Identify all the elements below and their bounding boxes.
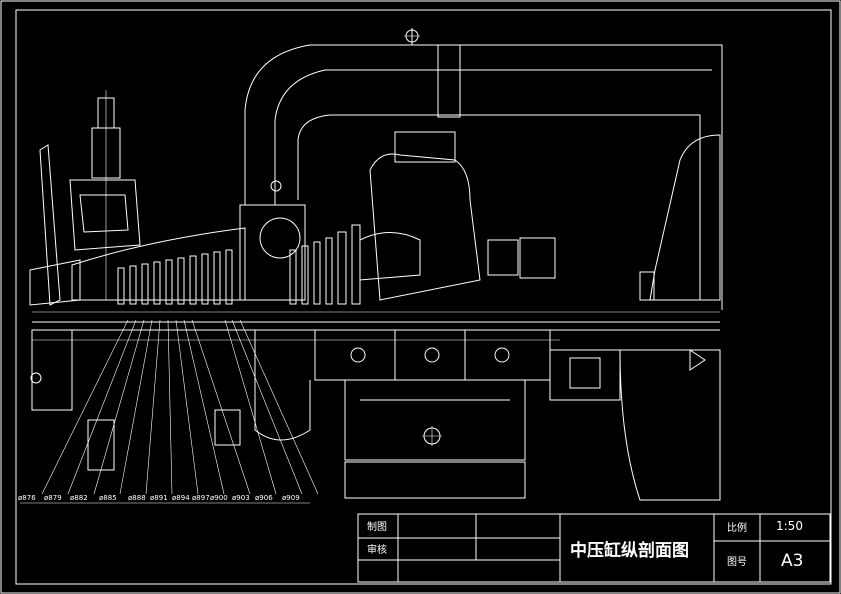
- front-bearing: [31, 329, 73, 411]
- base-plate: [344, 461, 526, 499]
- drawing-title: 中压缸纵剖面图: [570, 540, 689, 561]
- drawn-by-label: 制图: [367, 520, 387, 533]
- scale-value: 1:50: [776, 519, 803, 533]
- coupling-box: [487, 239, 519, 276]
- rear-bearing: [619, 349, 721, 501]
- callout-leaders: [20, 319, 319, 504]
- callout-876: ø876: [18, 494, 36, 502]
- inlet-chamber: [239, 204, 306, 301]
- drawing-no-label: 图号: [727, 556, 747, 568]
- callout-903: ø903: [232, 494, 250, 502]
- oil-pump: [87, 419, 115, 471]
- callout-900: ø900: [210, 494, 228, 502]
- crossover-pipe-inner: [297, 114, 701, 300]
- title-block: 制图 审核 中压缸纵剖面图 比例 1:50 图号 A3: [357, 513, 831, 583]
- title-block-frame: [357, 513, 831, 583]
- callout-891: ø891: [150, 494, 168, 502]
- callout-882: ø882: [70, 494, 88, 502]
- scale-label: 比例: [727, 521, 747, 534]
- rear-casing: [649, 134, 721, 301]
- callout-897: ø897: [192, 494, 210, 502]
- drawing-no-value: A3: [781, 551, 803, 571]
- callout-879: ø879: [44, 494, 62, 502]
- checked-by-label: 审核: [367, 543, 387, 556]
- support-frame: [344, 379, 526, 461]
- callout-885: ø885: [99, 494, 117, 502]
- callout-labels: ø876 ø879 ø882 ø885 ø888 ø891 ø894 ø897 …: [18, 494, 300, 502]
- pipe-flange: [437, 44, 461, 118]
- valve-body: [69, 179, 141, 251]
- callout-888: ø888: [128, 494, 146, 502]
- inlet-pipe-section: [259, 217, 301, 259]
- crossover-pipe-outer: [244, 44, 723, 310]
- lower-casing: [314, 329, 551, 381]
- callout-894: ø894: [172, 494, 190, 502]
- turbine-section: [20, 28, 723, 504]
- blade-stages: [71, 224, 361, 305]
- inner-border: [15, 9, 832, 585]
- callout-909: ø909: [282, 494, 300, 502]
- governor-linkage: [39, 144, 61, 306]
- callout-906: ø906: [255, 494, 273, 502]
- crossover-pipe-mid: [274, 69, 712, 205]
